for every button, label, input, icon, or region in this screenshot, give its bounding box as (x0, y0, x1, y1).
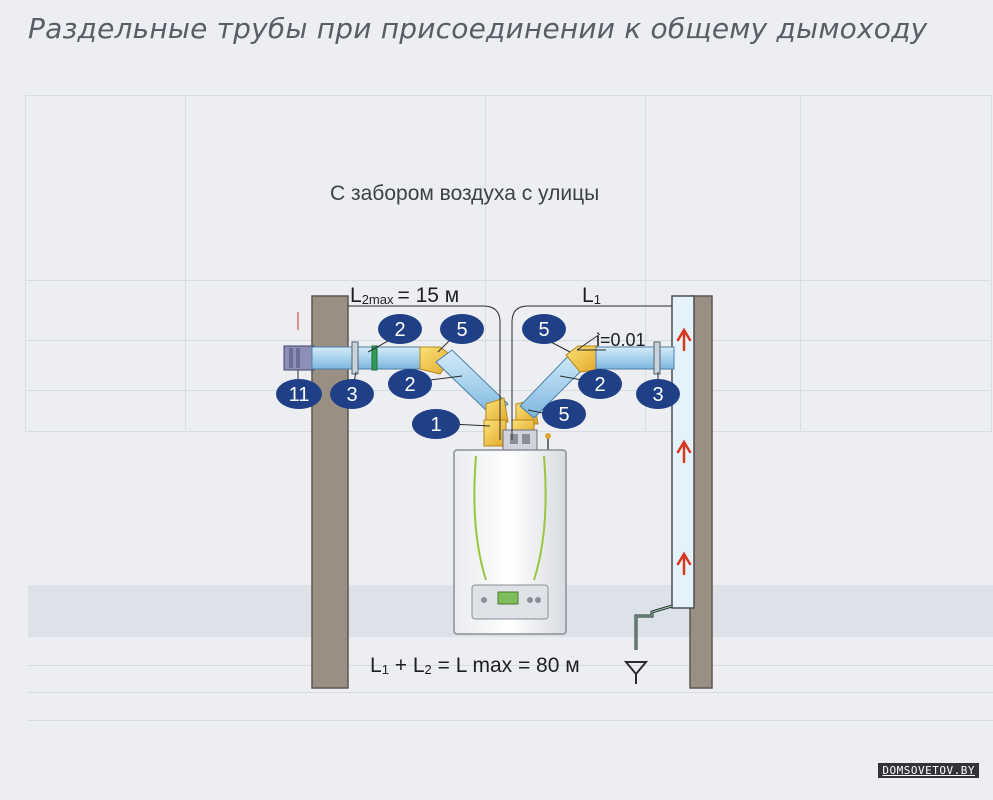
l2max-label: L2max= 15 м (350, 284, 459, 307)
condensate-drain-pipe (634, 604, 673, 650)
svg-text:5: 5 (538, 319, 549, 341)
slope-line (576, 333, 601, 351)
boiler-knob (481, 597, 487, 603)
l2-dimension-bracket (482, 305, 501, 440)
left-pipe-seal (371, 345, 378, 371)
background-table-line (28, 720, 993, 721)
callout-5-left-top: 5 (440, 314, 484, 344)
svg-text:3: 3 (652, 384, 663, 406)
boiler-knob (527, 597, 533, 603)
boiler-valve-knob (545, 433, 551, 439)
background-table-line (28, 665, 993, 666)
callout-3-left: 3 (330, 379, 374, 409)
watermark-link[interactable]: DOMSOVETOV.BY (878, 763, 979, 778)
svg-text:2: 2 (394, 319, 405, 341)
background-table-line (25, 340, 990, 341)
boiler-accent-left (473, 455, 487, 581)
l1-label: L1 (582, 284, 601, 307)
slope-label: i=0.01 (596, 330, 646, 350)
background-table-line (645, 95, 646, 430)
boiler-display (497, 591, 519, 605)
condensate-drain-pipe-inner (635, 605, 673, 650)
background-table-line (28, 692, 993, 693)
svg-text:11: 11 (289, 384, 310, 406)
callout-3-right: 3 (636, 379, 680, 409)
background-table-line (25, 280, 990, 281)
callout-5-right-top: 5 (522, 314, 566, 344)
total-length-label: L1 + L2 = L max = 80 м (370, 654, 580, 677)
background-table-line (800, 95, 801, 430)
boiler-knob (535, 597, 541, 603)
flow-arrows (676, 327, 692, 576)
left-diagonal-pipe (435, 349, 509, 417)
left-horizontal-pipe (311, 346, 423, 370)
boiler-fitting (522, 434, 530, 444)
callout-1: 1 (412, 409, 460, 439)
svg-text:5: 5 (558, 404, 569, 426)
terminal-grille (289, 348, 293, 368)
background-table-line (485, 95, 486, 430)
diagram-subtitle: С забором воздуха с улицы (330, 182, 600, 205)
callout-11: 11 (276, 379, 322, 409)
svg-text:2: 2 (404, 374, 415, 396)
background-table-line (25, 390, 990, 391)
page-title: Раздельные трубы при присоединении к общ… (28, 12, 928, 45)
boiler-accent-right (533, 455, 547, 581)
svg-text:3: 3 (346, 384, 357, 406)
callout-2-right: 2 (578, 369, 622, 399)
l1-dimension-bracket (511, 305, 529, 440)
left-wall-flange (351, 341, 359, 375)
left-bottom-elbow (485, 397, 509, 425)
right-horizontal-pipe (595, 346, 675, 370)
callout-5-right-bottom: 5 (542, 399, 586, 429)
callout-2-left-bottom: 2 (388, 369, 432, 399)
svg-text:5: 5 (456, 319, 467, 341)
background-table-line (185, 95, 186, 430)
svg-text:1: 1 (430, 414, 441, 436)
siphon-icon (623, 661, 649, 676)
right-wall-flange (653, 341, 661, 375)
callout-2-left-top: 2 (378, 314, 422, 344)
boiler-top-fittings (502, 429, 538, 451)
terminal-grille (296, 348, 300, 368)
boiler-fitting (510, 434, 518, 444)
svg-text:2: 2 (594, 374, 605, 396)
